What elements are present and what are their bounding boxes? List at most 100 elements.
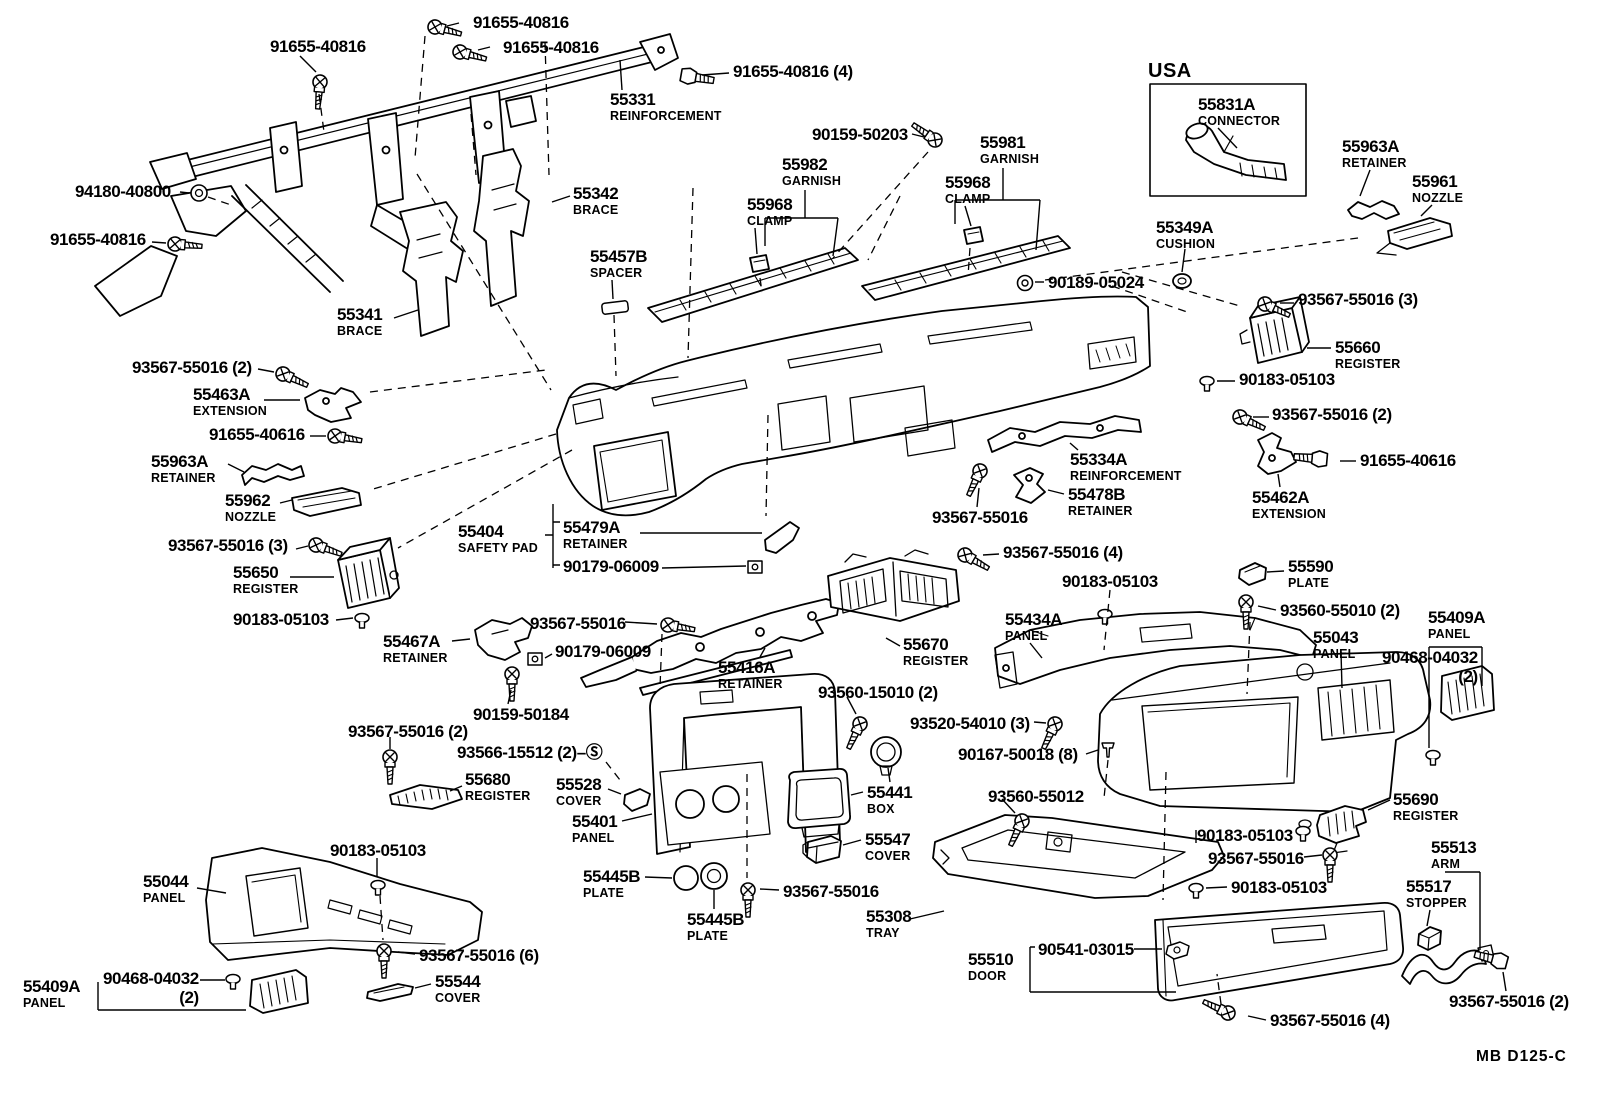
part-label-90189-05024: 90189-05024	[1048, 274, 1144, 291]
part-descriptor: RETAINER	[1068, 504, 1133, 518]
part-number: 55331	[610, 90, 656, 109]
clip-icon	[1199, 375, 1215, 392]
part-descriptor: RETAINER	[718, 677, 783, 691]
leader-lines	[97, 22, 1507, 1021]
screw-icon	[841, 713, 871, 753]
part-number: 55962	[225, 491, 271, 510]
part-label-93566-15512-2-: 93566-15512 (2)–Ⓢ	[457, 743, 603, 762]
square-nut-icon	[527, 652, 543, 666]
part-number: 93567-55016 (2)	[132, 358, 252, 377]
part-number: 93566-15512 (2)–Ⓢ	[457, 743, 603, 762]
part-number: 55349A	[1156, 218, 1214, 237]
screw-icon	[1229, 406, 1269, 436]
part-label-93567-55016: 93567-55016	[932, 509, 1028, 526]
part-label-91655-40816: 91655-40816	[50, 231, 146, 248]
part-label-91655-40816-4-: 91655-40816 (4)	[733, 63, 853, 80]
part-label-93567-55016: 93567-55016	[1208, 850, 1304, 867]
part-label-90183-05103: 90183-05103	[233, 611, 329, 628]
part-label-90541-03015: 90541-03015	[1038, 941, 1134, 958]
part-55441-box	[787, 767, 852, 838]
part-55670-register	[827, 549, 960, 622]
part-number: 91655-40616	[1360, 451, 1456, 470]
part-label-93520-54010-3-: 93520-54010 (3)	[910, 715, 1030, 732]
part-descriptor: PANEL	[1313, 647, 1356, 661]
part-55478b-retainer	[1013, 467, 1046, 504]
screw-icon	[1322, 847, 1338, 883]
part-55463a-extension	[304, 387, 362, 423]
part-descriptor: REGISTER	[233, 582, 299, 596]
part-number: 91655-40616	[209, 425, 305, 444]
part-55590-plate	[1238, 562, 1267, 586]
part-number: 93567-55016 (2)	[1272, 405, 1392, 424]
screw-icon	[166, 235, 204, 255]
screw-icon	[425, 17, 464, 42]
part-descriptor: EXTENSION	[1252, 507, 1327, 521]
part-descriptor: RETAINER	[383, 651, 448, 665]
part-number: 93567-55016 (2)	[1449, 992, 1569, 1011]
part-55342-brace	[473, 148, 530, 307]
part-55547-cover	[802, 835, 842, 864]
part-number: 55961	[1412, 172, 1458, 191]
part-number: 90179-06009	[555, 642, 651, 661]
part-number: 93560-15010 (2)	[818, 683, 938, 702]
part-number: 55680	[465, 770, 511, 789]
part-55462a-extension	[1257, 432, 1297, 475]
part-descriptor: EXTENSION	[193, 404, 268, 418]
part-55981-garnish	[861, 235, 1071, 301]
part-top-brackets	[94, 90, 537, 317]
part-55680-register	[389, 784, 463, 810]
clip-icon	[1295, 825, 1311, 842]
part-number: 55445B	[583, 867, 641, 886]
part-descriptor: GARNISH	[782, 174, 842, 188]
part-number: 55510	[968, 950, 1014, 969]
part-label-91655-40616: 91655-40616	[1360, 452, 1456, 469]
part-descriptor: PLATE	[1288, 576, 1330, 590]
screw-icon	[306, 535, 345, 562]
part-label-93560-55012: 93560-55012	[988, 788, 1084, 805]
part-label-94180-40800: 94180-40800	[75, 183, 171, 200]
part-number: 55968	[747, 195, 793, 214]
part-55457b-spacer	[601, 300, 630, 315]
part-number: 55528	[556, 775, 602, 794]
part-number: 90183-05103	[1231, 878, 1327, 897]
part-label-93567-55016-6-: 93567-55016 (6)	[419, 947, 539, 964]
part-descriptor: BOX	[867, 802, 895, 816]
part-number: 55434A	[1005, 610, 1063, 629]
part-descriptor: COVER	[556, 794, 602, 808]
part-number: 90159-50184	[473, 705, 569, 724]
part-number: 55478B	[1068, 485, 1126, 504]
part-55961-nozzle	[1376, 217, 1453, 256]
part-55404-safety-pad	[556, 295, 1151, 517]
part-descriptor: PLATE	[687, 929, 729, 943]
clip-icon	[1425, 749, 1441, 766]
part-55401-cluster-finish-panel	[649, 673, 841, 855]
part-55308-tray	[932, 814, 1225, 899]
part-descriptor: REGISTER	[1393, 809, 1459, 823]
part-55334a-reinforcement	[987, 415, 1142, 453]
part-number: 55968	[945, 173, 991, 192]
part-label-93567-55016: 93567-55016	[783, 883, 879, 900]
part-descriptor: PANEL	[1005, 629, 1048, 643]
part-number: 91655-40816	[50, 230, 146, 249]
part-55349a-cushion	[1172, 273, 1192, 289]
part-descriptor: PANEL	[143, 891, 186, 905]
part-number: 55404	[458, 522, 504, 541]
part-label-90183-05103: 90183-05103	[330, 842, 426, 859]
part-number: 93560-55010 (2)	[1280, 601, 1400, 620]
part-number: 55479A	[563, 518, 621, 537]
